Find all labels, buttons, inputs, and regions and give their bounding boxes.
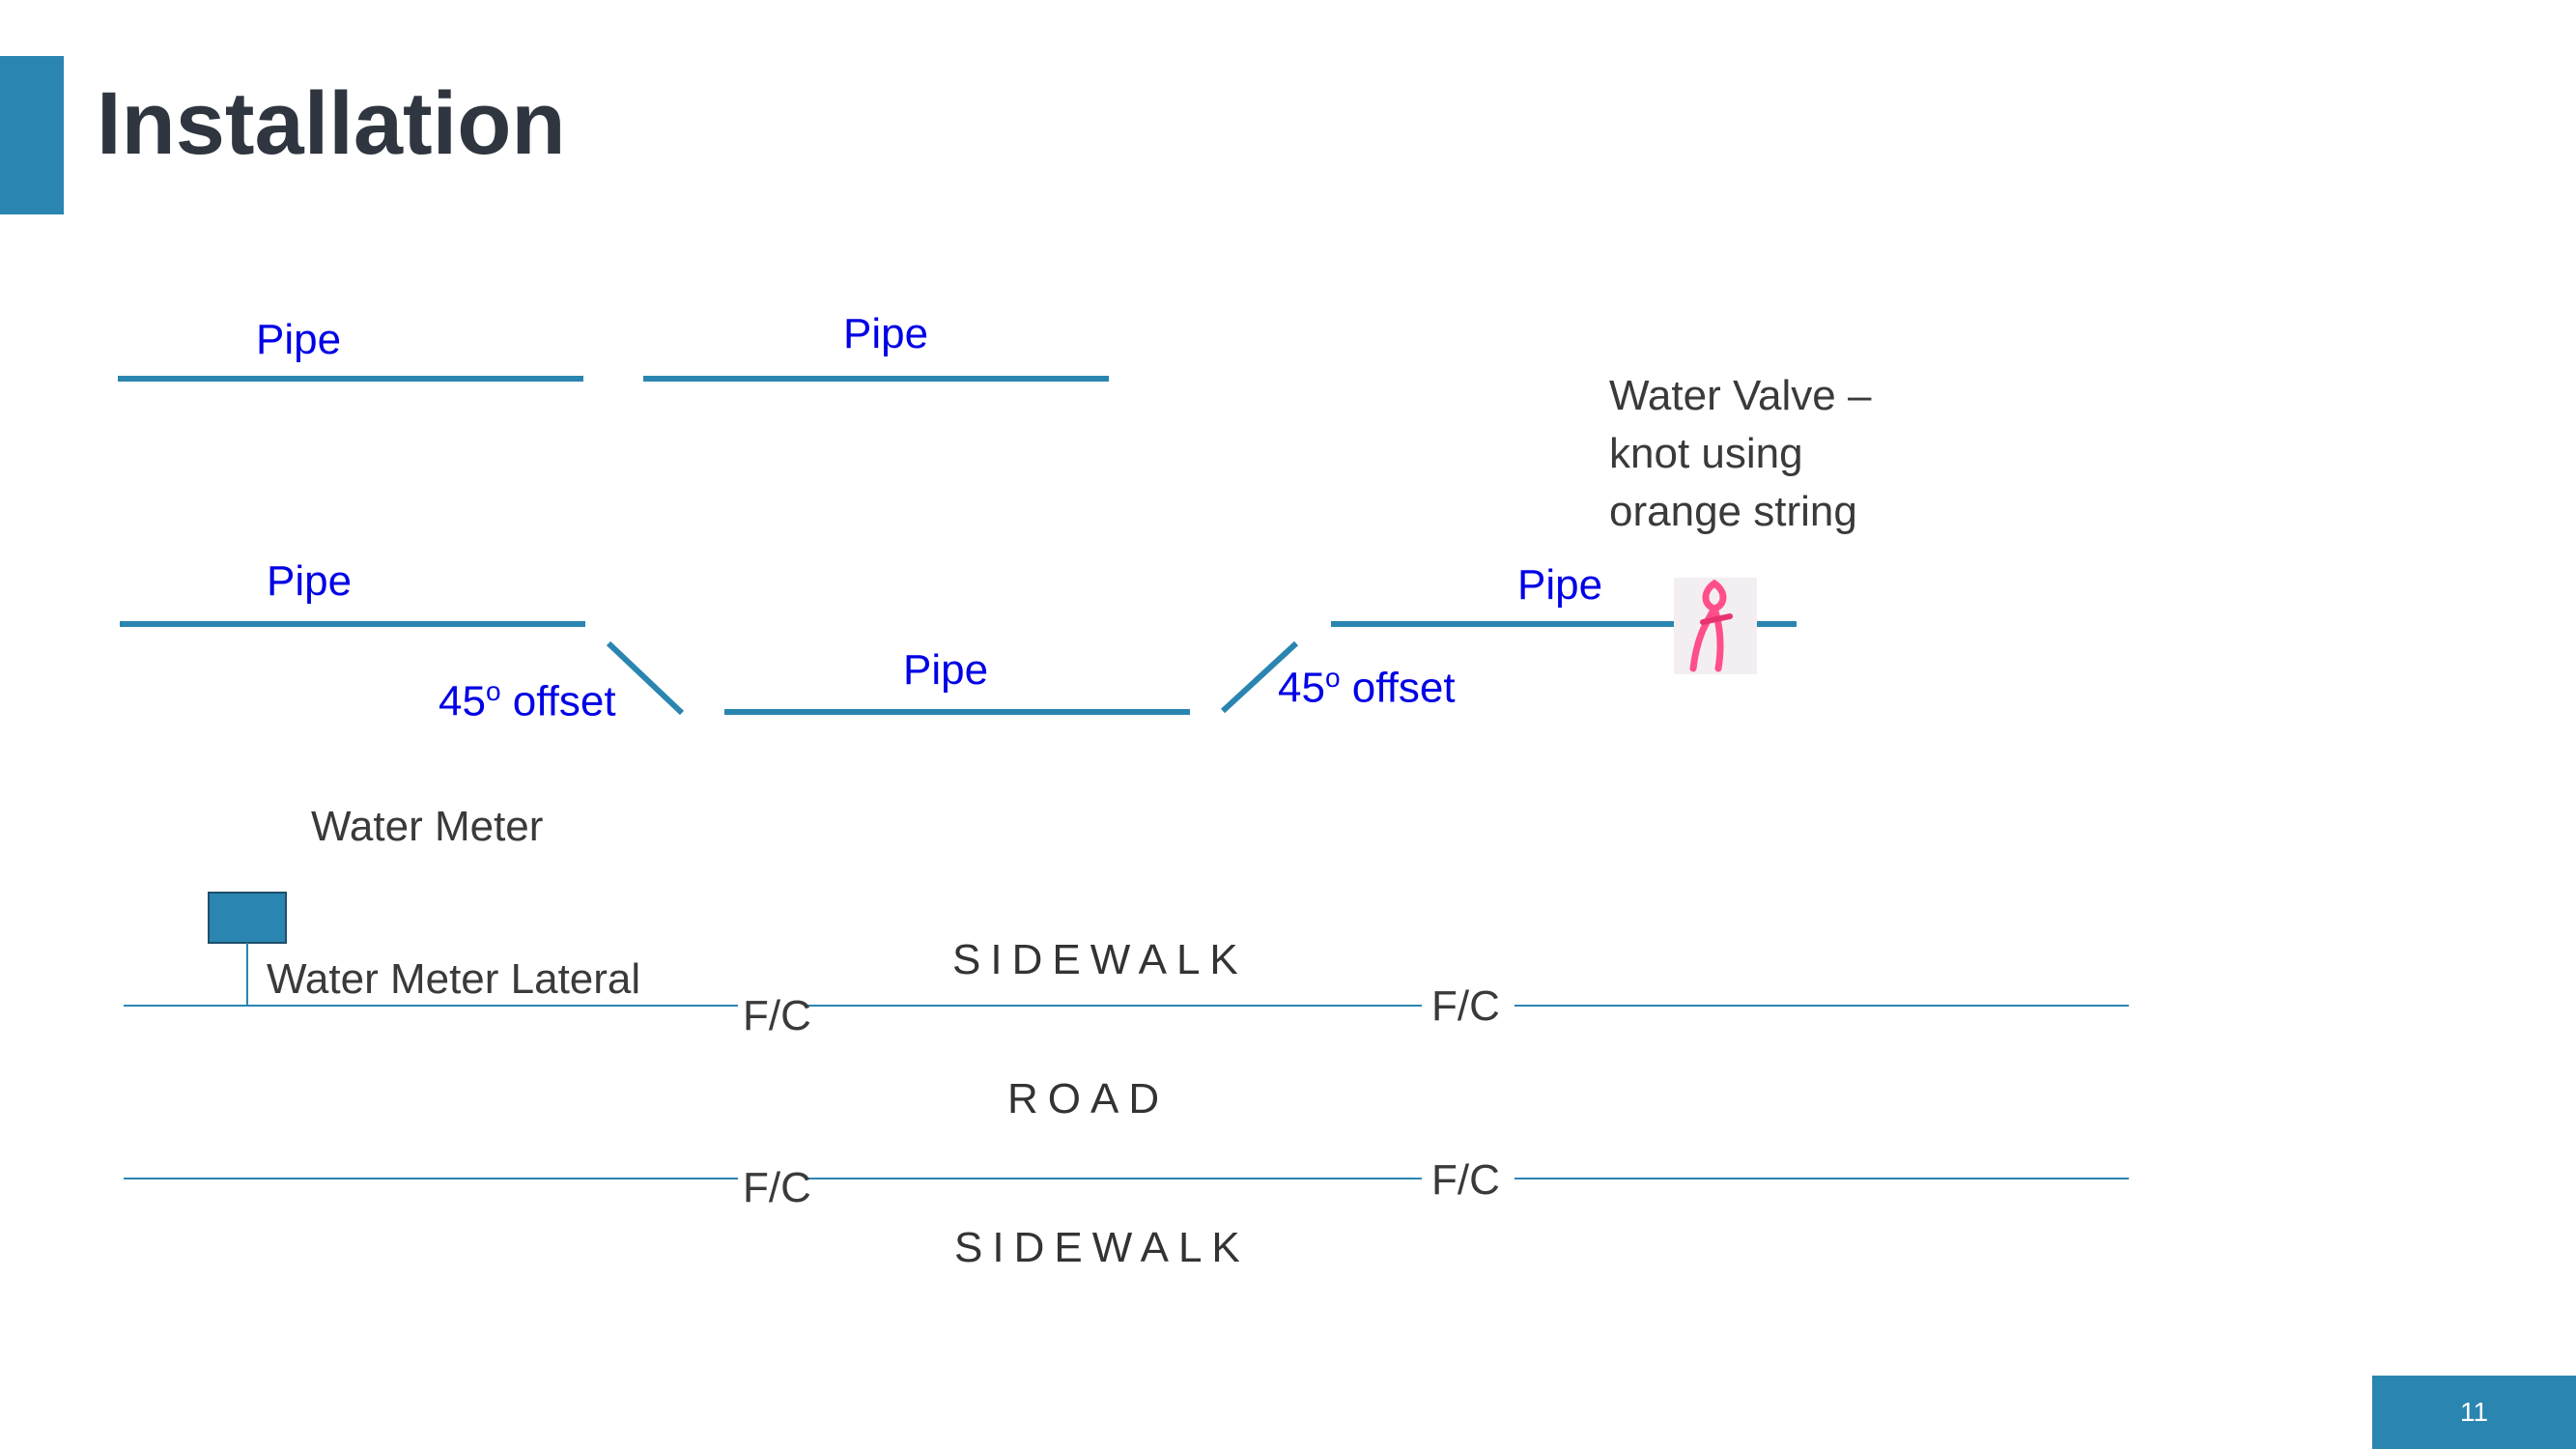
fc-top-left-label: F/C xyxy=(743,992,811,1039)
pipe-top-left-label: Pipe xyxy=(256,316,342,363)
valve-note-line: Water Valve – xyxy=(1609,372,1872,419)
water-meter-lateral-label: Water Meter Lateral xyxy=(267,955,641,1003)
offset-left-label: 45o offset xyxy=(439,676,616,725)
offset-right-segment xyxy=(1220,640,1299,714)
knot-photo xyxy=(1674,578,1757,674)
title-accent-bar xyxy=(0,56,64,214)
pipe-top-right-label: Pipe xyxy=(843,310,929,357)
road-label: ROAD xyxy=(1007,1075,1170,1122)
offset-left-segment xyxy=(606,640,685,716)
sidewalk-bottom-label: SIDEWALK xyxy=(954,1224,1250,1271)
pipe-mid-right-label: Pipe xyxy=(1517,561,1603,609)
water-meter-box xyxy=(208,892,287,944)
pipe-mid-center-label: Pipe xyxy=(903,646,989,694)
fc-bottom-left-label: F/C xyxy=(743,1164,811,1211)
fc-top-right-label: F/C xyxy=(1431,982,1500,1030)
fc-bottom-right-label: F/C xyxy=(1431,1156,1500,1204)
sidewalk-top-label: SIDEWALK xyxy=(952,936,1248,983)
pipe-mid-left-label: Pipe xyxy=(267,557,353,605)
offset-right-label: 45o offset xyxy=(1278,663,1456,712)
valve-note-line: orange string xyxy=(1609,488,1857,535)
water-valve-note: Water Valve – knot using orange string xyxy=(1609,367,1871,541)
knot-icon xyxy=(1689,579,1733,672)
slide-title: Installation xyxy=(97,74,566,173)
valve-note-line: knot using xyxy=(1609,430,1803,477)
water-meter-label: Water Meter xyxy=(311,803,544,850)
page-number: 11 xyxy=(2372,1376,2576,1449)
